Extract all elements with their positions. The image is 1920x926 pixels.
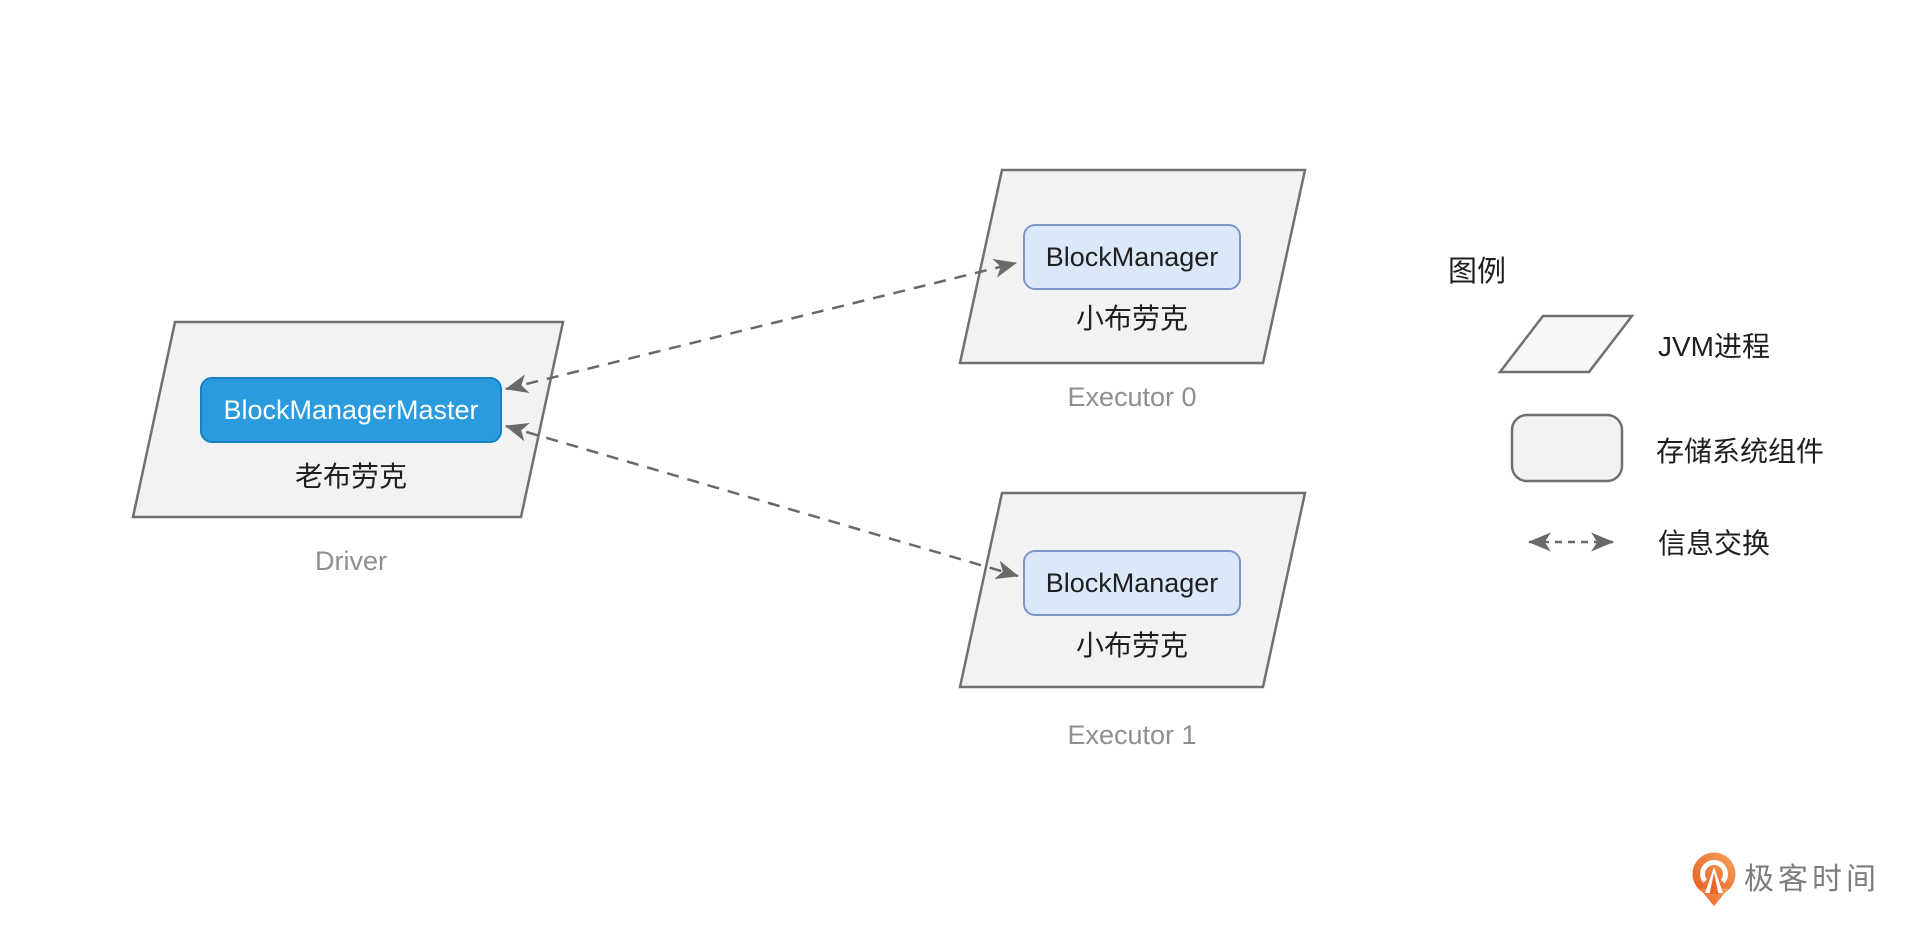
geektime-logo-icon xyxy=(1692,852,1736,906)
executor0-block-manager-label: BlockManager xyxy=(1045,241,1219,272)
executor0-nickname: 小布劳克 xyxy=(1075,303,1188,334)
legend-rounded-rect-icon xyxy=(1510,413,1624,483)
executor1-caption: Executor 1 xyxy=(1067,720,1197,750)
executor1-block-manager-box: BlockManager xyxy=(1023,550,1241,616)
legend-title: 图例 xyxy=(1448,256,1507,288)
legend-item-message-label: 信息交换 xyxy=(1658,528,1771,559)
driver-nickname: 老布劳克 xyxy=(294,461,407,492)
legend-item-jvm-label: JVM进程 xyxy=(1658,331,1771,362)
legend-parallelogram-icon xyxy=(1497,314,1635,374)
block-manager-master-label: BlockManagerMaster xyxy=(223,394,479,425)
legend-item-storage-label: 存储系统组件 xyxy=(1656,436,1825,467)
brand-name: 极客时间 xyxy=(1744,863,1880,896)
executor1-nickname: 小布劳克 xyxy=(1075,630,1188,661)
driver-caption: Driver xyxy=(315,546,387,576)
executor1-block-manager-label: BlockManager xyxy=(1045,567,1219,598)
message-line-master-executor0 xyxy=(505,259,1017,393)
block-manager-master-box: BlockManagerMaster xyxy=(200,377,502,443)
message-line-master-executor1 xyxy=(505,423,1019,579)
executor0-caption: Executor 0 xyxy=(1067,382,1197,412)
executor0-block-manager-box: BlockManager xyxy=(1023,224,1241,290)
